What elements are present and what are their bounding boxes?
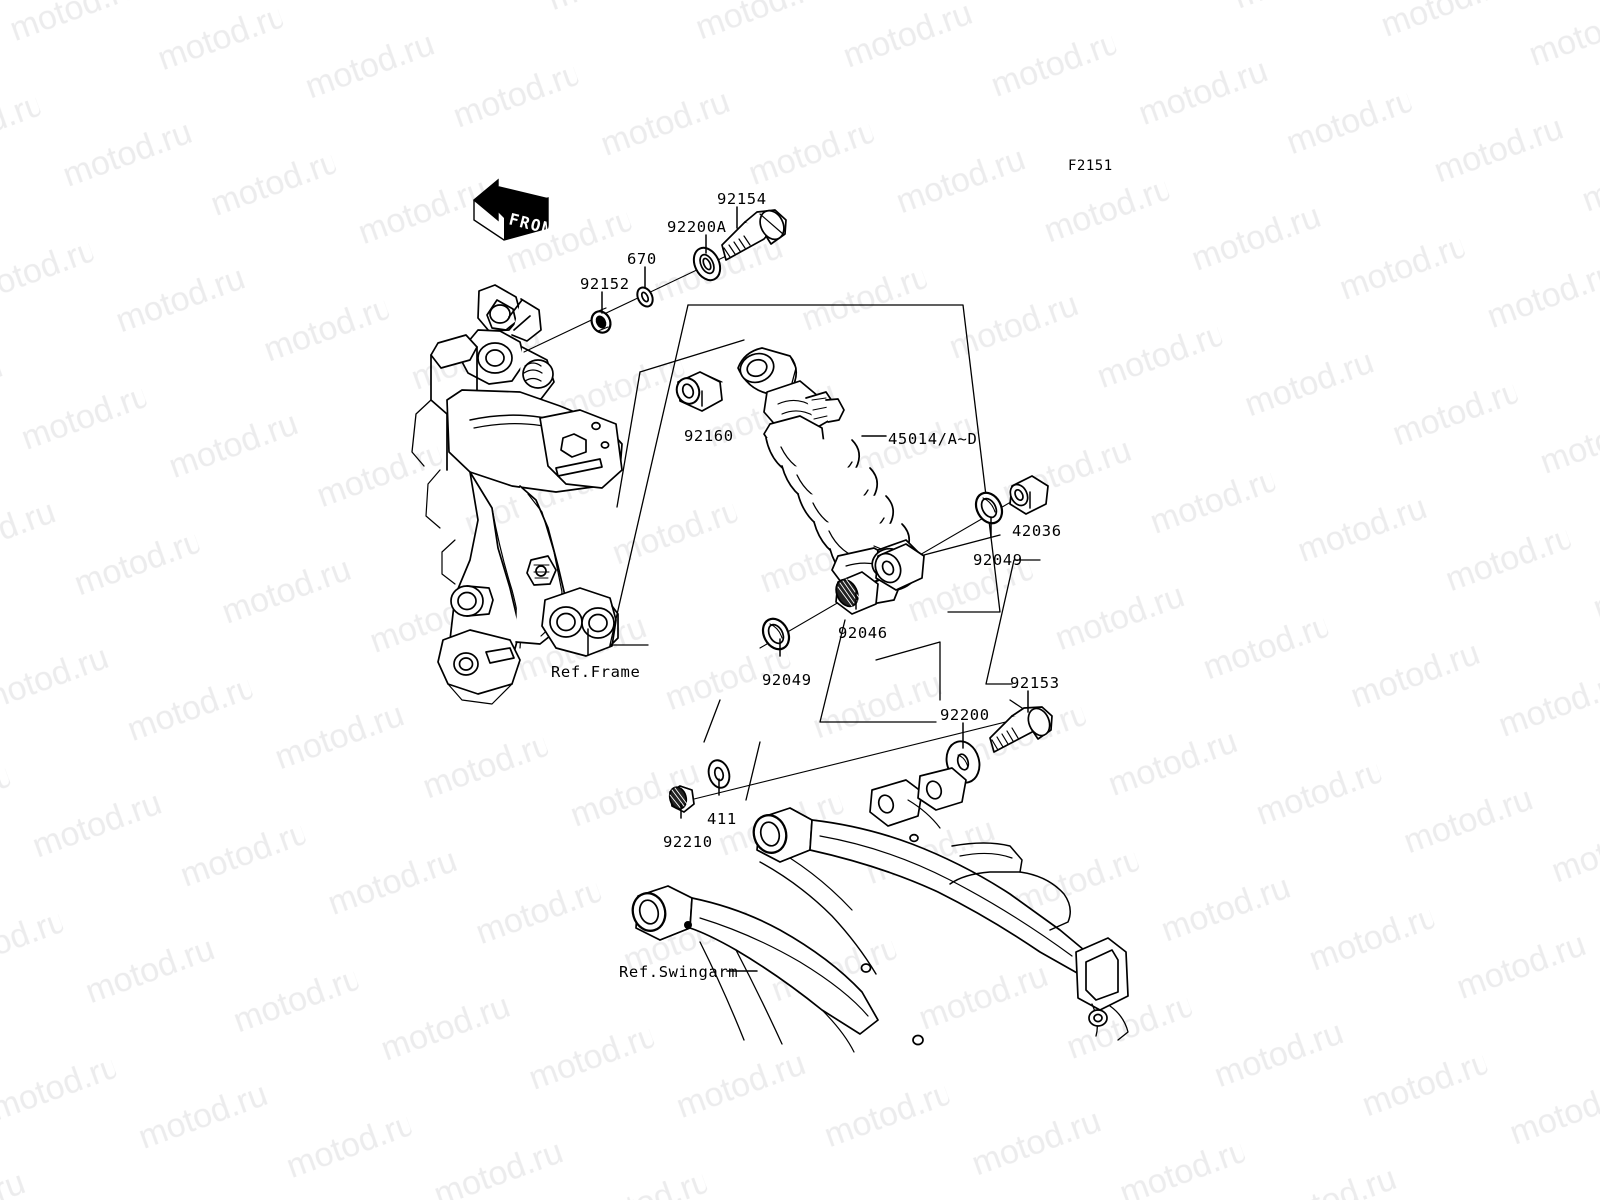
- reference-label-refframe[interactable]: Ref.Frame: [551, 663, 641, 681]
- callout-92200A-washer[interactable]: 92200A: [667, 218, 727, 236]
- callout-92049-oil-seal[interactable]: 92049: [973, 551, 1023, 569]
- callout-92200-washer[interactable]: 92200: [940, 706, 990, 724]
- callout-92153-bolt[interactable]: 92153: [1010, 674, 1060, 692]
- callout-92210-nut[interactable]: 92210: [663, 833, 713, 851]
- callout-92154-bolt-flanged[interactable]: 92154: [717, 190, 767, 208]
- diagram-id: F2151: [1068, 158, 1113, 174]
- callout-92160-damper-bushing[interactable]: 92160: [684, 427, 734, 445]
- callout-42036-sleeve-collar[interactable]: 42036: [1012, 522, 1062, 540]
- callout-411-plain-washer[interactable]: 411: [707, 810, 737, 828]
- callout-92049-oil-seal[interactable]: 92049: [762, 671, 812, 689]
- callout-45014/A~D-shock-absorber[interactable]: 45014/A~D: [888, 430, 978, 448]
- callout-92046-needle-bearing[interactable]: 92046: [838, 624, 888, 642]
- callout-92152-collar[interactable]: 92152: [580, 275, 630, 293]
- reference-label-refswingarm[interactable]: Ref.Swingarm: [619, 963, 739, 981]
- callout-670-o-ring[interactable]: 670: [627, 250, 657, 268]
- front-direction-marker: FRONT: [468, 178, 566, 252]
